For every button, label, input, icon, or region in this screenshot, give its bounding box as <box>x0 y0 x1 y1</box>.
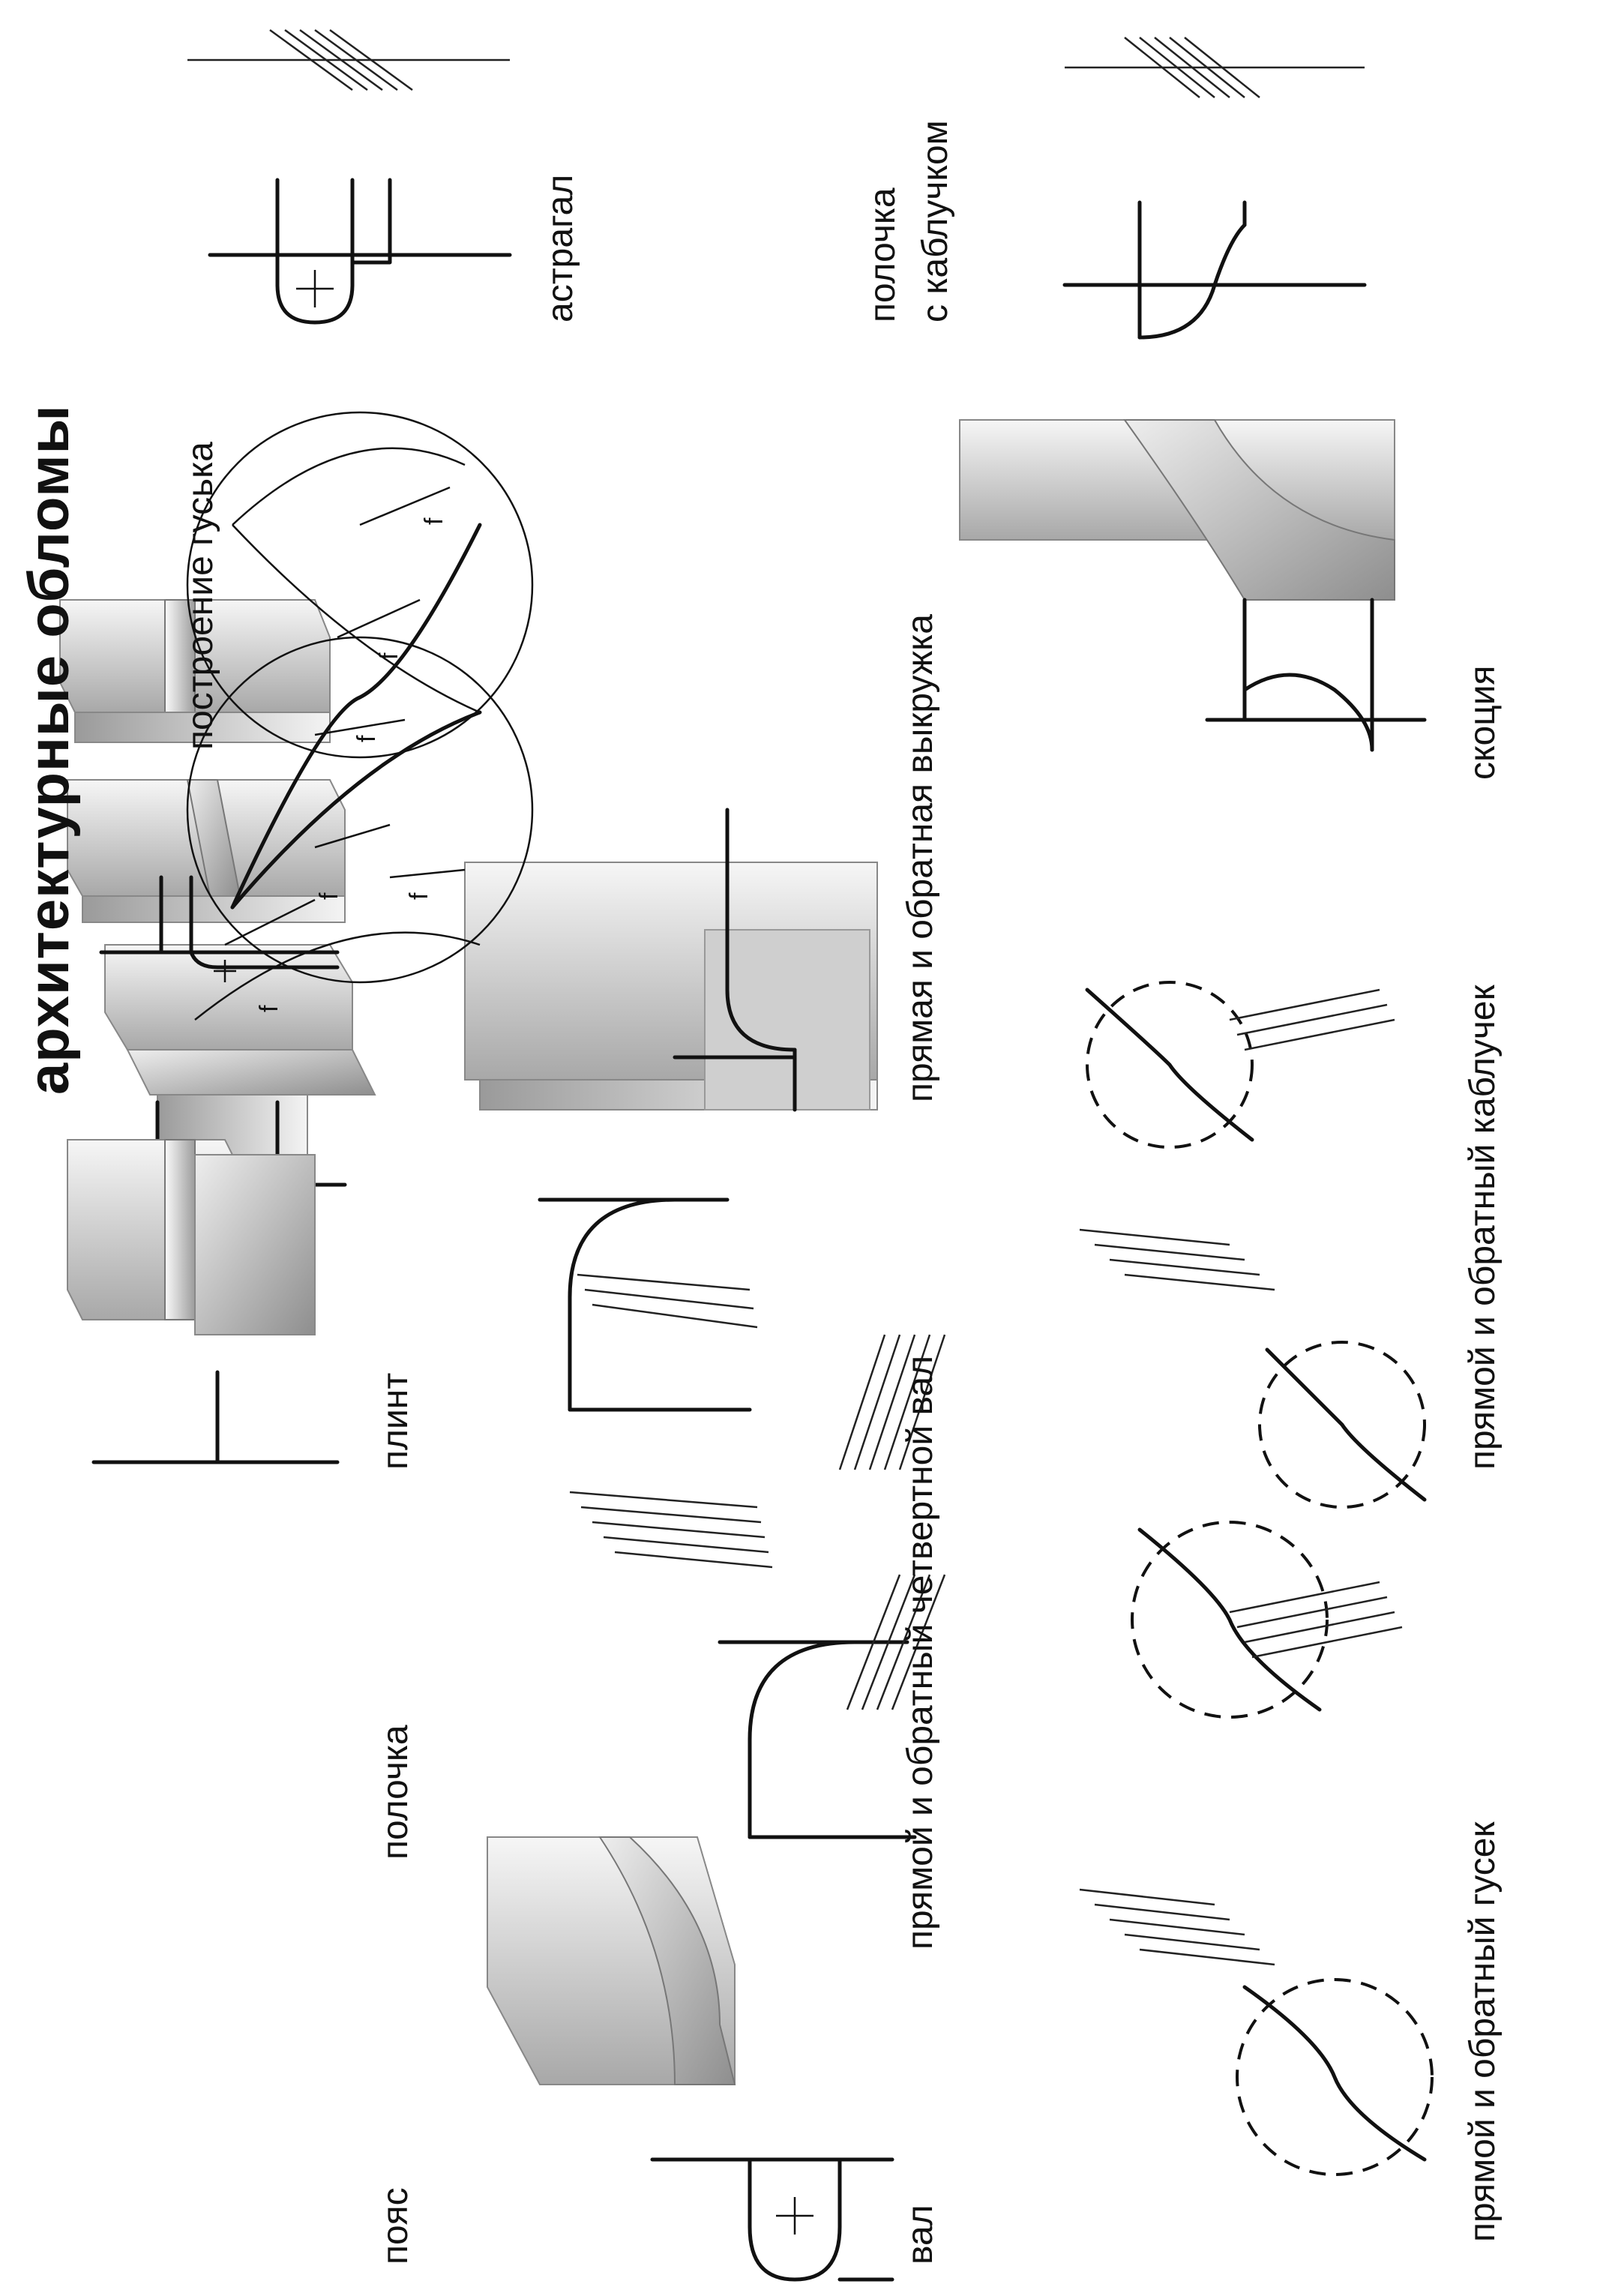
skotsiya-3d-block <box>959 419 1395 601</box>
figure-astragal <box>187 28 512 325</box>
construction-arc-3 <box>232 524 481 714</box>
figure-skotsiya <box>959 419 1427 752</box>
construction-circle-1 <box>186 636 534 984</box>
construction-s-curve <box>230 523 482 910</box>
figure-vykruzhka <box>464 808 878 1112</box>
gusek-dashed-circle-1 <box>1131 1521 1329 1719</box>
figure-polochka-kabluchek <box>1062 37 1367 340</box>
label-chetvertnoy-val: прямой и обратный четвертной вал <box>900 1355 940 1950</box>
chetvertnoy-val-hatching-1 <box>569 1273 773 1569</box>
label-polochka-kabluchek-line1: полочка <box>863 187 903 322</box>
construction-arc-2 <box>230 710 482 910</box>
figure-plint <box>59 599 340 1464</box>
figure-polochka <box>67 779 346 982</box>
construction-mark-f: f <box>375 652 403 660</box>
plint-top-block <box>67 1139 316 1335</box>
figure-gusek <box>1079 1521 1434 2176</box>
construction-mark-f: f <box>255 1005 283 1012</box>
val-profile <box>650 2157 894 2282</box>
label-polochka: полочка <box>376 1725 415 1860</box>
label-astragal: астрагал <box>541 174 580 322</box>
figure-kabluchek <box>1079 981 1427 1509</box>
skotsiya-profile <box>1205 598 1427 752</box>
chetvertnoy-val-hatching-2 <box>838 1334 946 1710</box>
construction-mark-f: f <box>420 517 448 525</box>
chetvertnoy-val-profile-1 <box>538 1197 752 1412</box>
chetvertnoy-val-profile-2 <box>718 1640 917 1839</box>
construction-circle-2 <box>186 411 534 759</box>
kabluchek-hatching <box>1079 988 1395 1291</box>
label-postroenie: построение гуська <box>181 442 220 750</box>
val-center-cross <box>776 2197 813 2235</box>
gusek-s-curve-2 <box>1242 1985 1427 2162</box>
label-poyas: пояс <box>376 2187 415 2265</box>
label-vykruzhka: прямая и обратная выкружка <box>900 614 940 1102</box>
construction-arc-4 <box>232 447 466 526</box>
astragal-profile <box>208 178 512 325</box>
label-polochka-kabluchek-line2: с каблучком <box>915 120 955 322</box>
val-3d-block <box>487 1836 736 2085</box>
polochka-center-cross <box>214 960 236 982</box>
vykruzhka-3d-block <box>464 862 878 1111</box>
construction-dimension-lines <box>224 486 466 946</box>
label-gusek: прямой и обратный гусек <box>1463 1821 1503 2242</box>
gusek-dashed-circle-2 <box>1236 1978 1434 2176</box>
polochka-kabluchek-profile <box>1062 200 1367 340</box>
figure-postroenie <box>186 411 534 1021</box>
figure-chetvertnoy-val <box>538 1197 946 1839</box>
plint-profile <box>91 1370 340 1464</box>
kabluchek-s-curve-1 <box>1085 988 1254 1142</box>
label-val: вал <box>900 2205 940 2265</box>
label-skotsiya: скоция <box>1463 665 1503 780</box>
vykruzhka-profile <box>673 808 797 1112</box>
construction-mark-f: f <box>405 892 433 900</box>
plint-3d-block <box>59 599 331 743</box>
astragal-hatching <box>187 28 510 91</box>
kabluchek-s-curve-2 <box>1265 1347 1427 1502</box>
polochka-profile <box>99 875 340 970</box>
page-title: архитектурные обломы <box>17 404 81 1096</box>
label-kabluchek: прямой и обратный каблучек <box>1463 985 1503 1470</box>
kabluchek-dashed-circle-1 <box>1086 981 1254 1149</box>
construction-mark-f: f <box>352 735 381 742</box>
polochka-3d-block <box>67 779 346 923</box>
construction-arc-1 <box>194 931 481 1021</box>
kabluchek-dashed-circle-2 <box>1258 1341 1426 1509</box>
polochka-kabluchek-hatching <box>1065 37 1365 98</box>
astragal-center-cross <box>296 270 334 307</box>
label-plint: плинт <box>376 1372 415 1470</box>
gusek-s-curve-1 <box>1137 1527 1322 1712</box>
gusek-hatching <box>1079 1581 1403 1966</box>
construction-mark-f: f <box>315 892 343 900</box>
figure-val <box>487 1836 894 2282</box>
